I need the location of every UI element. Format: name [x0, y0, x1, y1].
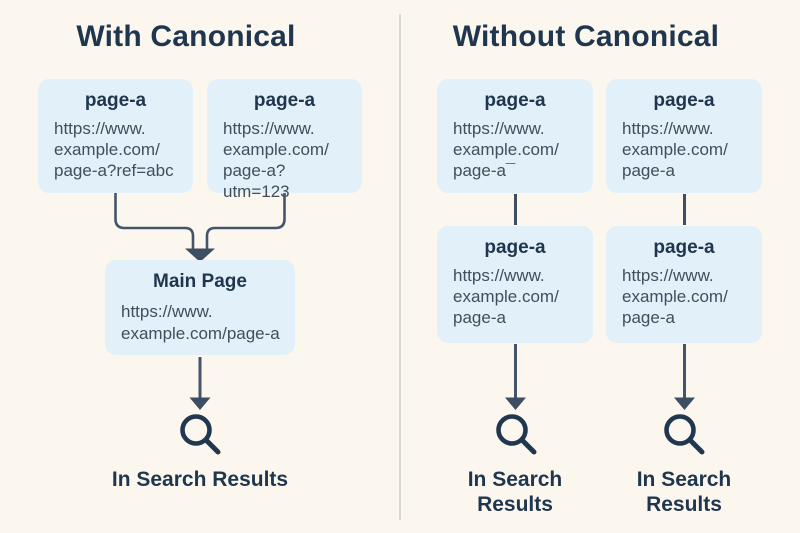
main-down-arrowhead [189, 397, 211, 410]
panel-divider [399, 14, 401, 520]
right-title: Without Canonical [452, 20, 720, 53]
dup-box-col2-top: page-a https://www. example.com/ page-a [606, 79, 762, 193]
left-title: With Canonical [76, 20, 296, 53]
search-results-caption: In Search Results [636, 468, 732, 516]
dup-box-col2-bottom: page-a https://www. example.com/ page-a [606, 226, 762, 343]
without-canonical-panel: Without Canonical page-a https://www. ex… [400, 0, 800, 533]
down-arrowhead-col1 [505, 397, 526, 410]
box-label: page-a [253, 90, 316, 111]
box-label: page-a [653, 90, 715, 111]
search-results-caption: In Search Results [111, 468, 289, 491]
dup-box-col1-top: page-a https://www. example.com/ page-a¯ [437, 79, 593, 193]
box-url: https://www. example.com/ page-a¯ [453, 119, 559, 180]
main-page-box: Main Page https://www. example.com/page-… [105, 260, 295, 355]
with-canonical-panel: With Canonical page-a https://www. examp… [38, 20, 362, 491]
box-url: https://www. example.com/page-a [121, 302, 280, 343]
dup-box-col1-bottom: page-a https://www. example.com/ page-a [437, 226, 593, 343]
box-label: page-a [84, 90, 147, 111]
down-arrowhead-col2 [674, 397, 695, 410]
bracket-left-line [114, 193, 195, 250]
box-url: https://www. example.com/ page-a?utm=123 [223, 119, 329, 201]
box-url: https://www. example.com/ page-a [622, 119, 728, 180]
box-url: https://www. example.com/ page-a [622, 266, 728, 327]
source-box-utm: page-a https://www. example.com/ page-a?… [207, 79, 362, 201]
box-url: https://www. example.com/ page-a [453, 266, 559, 327]
box-label: page-a [484, 237, 546, 258]
box-label: page-a [653, 237, 715, 258]
search-icon [180, 414, 221, 455]
search-results-caption: In Search Results [467, 468, 563, 516]
search-icon [664, 414, 705, 455]
search-icon [496, 414, 537, 455]
box-label: Main Page [153, 271, 247, 292]
box-label: page-a [484, 90, 546, 111]
source-box-ref: page-a https://www. example.com/ page-a?… [38, 79, 193, 193]
box-url: https://www. example.com/ page-a?ref=abc [54, 119, 174, 180]
